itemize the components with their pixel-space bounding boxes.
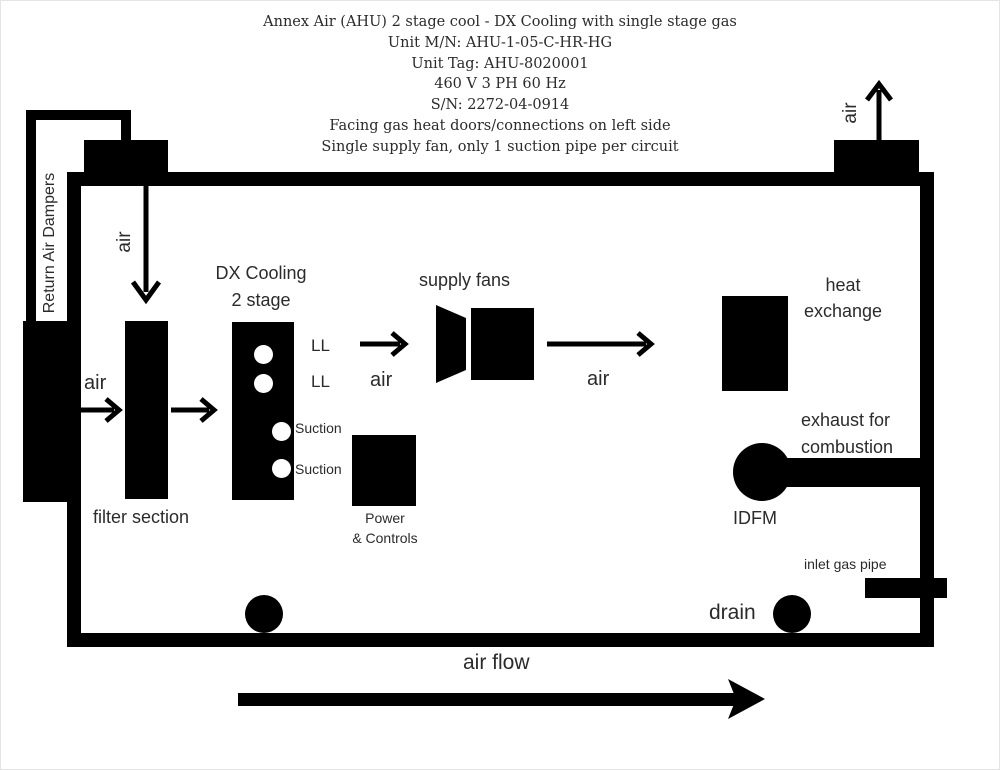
dx-cooling-label-line1: DX Cooling <box>215 263 307 283</box>
power-controls-label-line2: & Controls <box>352 530 418 546</box>
air-after-filter-arrow <box>171 397 218 423</box>
dx-cooling-label: DX Cooling 2 stage <box>196 260 326 314</box>
air-after-fan-arrow <box>547 331 655 357</box>
liquid-line-2-connection <box>254 374 273 393</box>
air-flow-arrow <box>238 679 765 719</box>
heat-exchange-label-line2: exchange <box>803 301 883 321</box>
liquid-line-1-connection <box>254 345 273 364</box>
air-top-right-label: air <box>840 102 861 124</box>
heat-exchanger <box>722 296 788 391</box>
unit-outline-top <box>67 172 934 186</box>
air-top-left-label: air <box>114 231 135 253</box>
air-after-coil-arrow <box>360 331 409 357</box>
supply-air-up-arrow <box>865 79 893 140</box>
filter-section-label: filter section <box>93 507 190 527</box>
unit-serial: S/N: 2272-04-0914 <box>430 97 570 114</box>
suction-1-connection <box>272 422 291 441</box>
inlet-gas-pipe <box>865 578 947 598</box>
return-air-inlet <box>84 140 168 178</box>
drain-right <box>773 595 811 633</box>
suction-2-connection <box>272 459 291 478</box>
return-air-down-arrow <box>130 178 162 305</box>
exhaust-label-line1: exhaust for <box>801 410 891 430</box>
filter-section-block <box>125 321 168 499</box>
exhaust-label-line2: combustion <box>801 437 894 457</box>
return-duct-vertical <box>26 110 36 322</box>
drain-label: drain <box>709 601 756 624</box>
diagram-header: Annex Air (AHU) 2 stage cool - DX Coolin… <box>200 12 800 158</box>
heat-exchange-label-line1: heat <box>825 275 861 295</box>
fan-note: Single supply fan, only 1 suction pipe p… <box>321 138 679 155</box>
drain-left <box>245 595 283 633</box>
diagram-title: Annex Air (AHU) 2 stage cool - DX Coolin… <box>263 14 737 30</box>
return-air-damper-box <box>23 321 81 502</box>
unit-outline-bottom <box>67 633 934 647</box>
air-after-fan-label: air <box>587 368 610 390</box>
inlet-gas-pipe-label: inlet gas pipe <box>804 556 887 572</box>
return-duct-horizontal <box>26 110 131 120</box>
dx-cooling-label-line2: 2 stage <box>231 290 291 310</box>
supply-fans-label: supply fans <box>419 270 511 290</box>
power-controls-box <box>352 435 416 506</box>
orientation-note: Facing gas heat doors/connections on lef… <box>329 117 671 134</box>
power-controls-label: Power & Controls <box>330 508 440 548</box>
suction-2-label: Suction <box>295 461 342 477</box>
power-controls-label-line1: Power <box>365 510 405 526</box>
unit-tag: Unit Tag: AHU-8020001 <box>411 55 589 72</box>
heat-exchange-label: heat exchange <box>789 272 897 324</box>
air-left-label: air <box>84 372 107 394</box>
unit-model-number: Unit M/N: AHU-1-05-C-HR-HG <box>387 34 613 51</box>
return-duct-drop <box>121 110 131 142</box>
unit-outline-right <box>920 172 934 647</box>
air-flow-label: air flow <box>463 651 530 674</box>
ll-2-label: LL <box>311 372 330 391</box>
supply-fan-inlet <box>436 305 466 383</box>
unit-power: 460 V 3 PH 60 Hz <box>434 76 566 93</box>
idfm-label: IDFM <box>733 508 777 528</box>
return-air-dampers-label: Return Air Dampers <box>41 172 58 314</box>
combustion-exhaust-pipe <box>770 458 920 487</box>
supply-fan-motor <box>471 308 534 380</box>
exhaust-for-combustion-label: exhaust for combustion <box>801 407 893 461</box>
suction-1-label: Suction <box>295 420 342 436</box>
supply-air-outlet <box>834 140 919 178</box>
air-after-coil-label: air <box>370 369 393 391</box>
ll-1-label: LL <box>311 336 330 355</box>
air-into-filter-arrow <box>81 397 123 423</box>
